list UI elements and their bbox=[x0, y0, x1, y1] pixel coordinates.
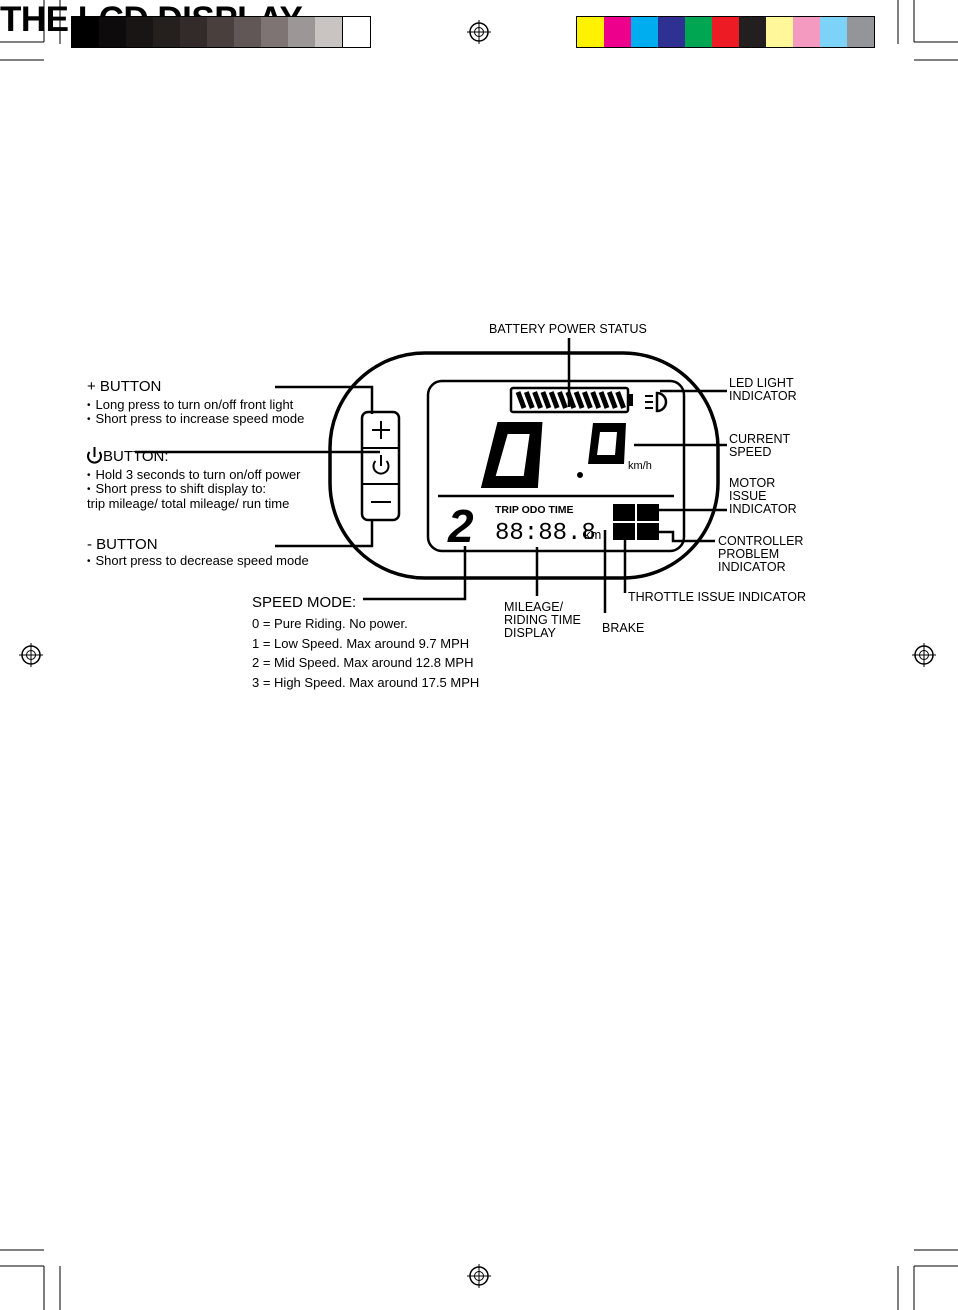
color-swatch bbox=[126, 17, 153, 47]
color-swatch bbox=[658, 17, 685, 47]
battery-segment bbox=[540, 391, 552, 409]
battery-status-label: BATTERY POWER STATUS bbox=[489, 322, 647, 336]
plus-button[interactable] bbox=[363, 413, 398, 447]
minus-button-heading: - BUTTON bbox=[87, 536, 158, 553]
minus-button[interactable] bbox=[363, 485, 398, 519]
power-button-heading: BUTTON: bbox=[103, 448, 169, 465]
brake-label: BRAKE bbox=[602, 621, 645, 635]
mode-digit: 2 bbox=[447, 500, 474, 552]
color-swatch bbox=[72, 17, 99, 47]
color-swatch bbox=[180, 17, 207, 47]
plus-button-item: Short press to increase speed mode bbox=[87, 411, 305, 426]
color-swatch bbox=[604, 17, 631, 47]
gray-color-bar bbox=[71, 16, 371, 48]
power-button-note: trip mileage/ total mileage/ run time bbox=[87, 496, 290, 511]
speed-mode-item: 3 = High Speed. Max around 17.5 MPH bbox=[252, 675, 480, 690]
color-swatch bbox=[288, 17, 315, 47]
color-swatch bbox=[766, 17, 793, 47]
color-swatch bbox=[712, 17, 739, 47]
speed-digit bbox=[480, 422, 543, 488]
registration-mark-right bbox=[912, 643, 936, 667]
color-swatch bbox=[315, 17, 342, 47]
decimal-point bbox=[577, 472, 583, 478]
battery-segment bbox=[515, 391, 527, 409]
color-swatch bbox=[99, 17, 126, 47]
plus-button-heading: + BUTTON bbox=[87, 378, 162, 395]
battery-segment bbox=[598, 391, 610, 409]
registration-mark-top bbox=[467, 20, 491, 44]
color-swatch bbox=[847, 17, 874, 47]
odometer-unit: km bbox=[584, 527, 601, 542]
battery-icon bbox=[509, 386, 633, 414]
speed-mode-item: 1 = Low Speed. Max around 9.7 MPH bbox=[252, 636, 470, 651]
color-swatch bbox=[261, 17, 288, 47]
battery-segment bbox=[523, 391, 535, 409]
speed-mode-item: 0 = Pure Riding. No power. bbox=[252, 616, 408, 631]
power-icon bbox=[372, 455, 390, 475]
plus-icon bbox=[372, 421, 390, 439]
color-swatch bbox=[342, 17, 370, 47]
plus-button-item: Long press to turn on/off front light bbox=[87, 397, 294, 412]
color-swatch bbox=[820, 17, 847, 47]
color-swatch bbox=[685, 17, 712, 47]
throttle-issue-label: THROTTLE ISSUE INDICATOR bbox=[628, 590, 807, 604]
battery-segment bbox=[615, 391, 626, 409]
power-heading-icon bbox=[87, 447, 102, 464]
color-swatch bbox=[234, 17, 261, 47]
trip-odo-time-labels: TRIP ODO TIME bbox=[495, 504, 574, 516]
process-color-bar bbox=[576, 16, 875, 48]
battery-segment bbox=[557, 391, 568, 409]
power-button[interactable] bbox=[363, 449, 398, 483]
battery-segment bbox=[590, 391, 602, 409]
speed-unit: km/h bbox=[628, 460, 652, 472]
battery-segment bbox=[582, 391, 593, 409]
speed-mode-heading: SPEED MODE: bbox=[252, 594, 357, 611]
power-button-item: Hold 3 seconds to turn on/off power bbox=[87, 467, 301, 482]
power-button-item: Short press to shift display to: bbox=[87, 481, 267, 496]
motor-issue-indicator bbox=[613, 504, 635, 521]
color-swatch bbox=[577, 17, 604, 47]
headlight-icon bbox=[645, 391, 668, 413]
registration-mark-bottom bbox=[467, 1264, 491, 1288]
odometer-digits: 88:88.8 bbox=[495, 520, 596, 547]
color-swatch bbox=[793, 17, 820, 47]
speed-mode-item: 2 = Mid Speed. Max around 12.8 MPH bbox=[252, 655, 474, 670]
battery-segment bbox=[606, 391, 618, 409]
minus-button-item: Short press to decrease speed mode bbox=[87, 553, 309, 568]
color-swatch bbox=[207, 17, 234, 47]
color-swatch bbox=[153, 17, 180, 47]
registration-mark-left bbox=[19, 643, 43, 667]
color-swatch bbox=[739, 17, 766, 47]
speed-decimal-digit bbox=[588, 423, 626, 464]
color-swatch bbox=[631, 17, 658, 47]
battery-segment bbox=[573, 391, 585, 409]
battery-segment bbox=[532, 391, 543, 409]
throttle-issue-indicator bbox=[637, 523, 659, 540]
controller-problem-indicator bbox=[637, 504, 659, 521]
battery-segment bbox=[548, 391, 560, 409]
leader-lines bbox=[135, 338, 727, 613]
